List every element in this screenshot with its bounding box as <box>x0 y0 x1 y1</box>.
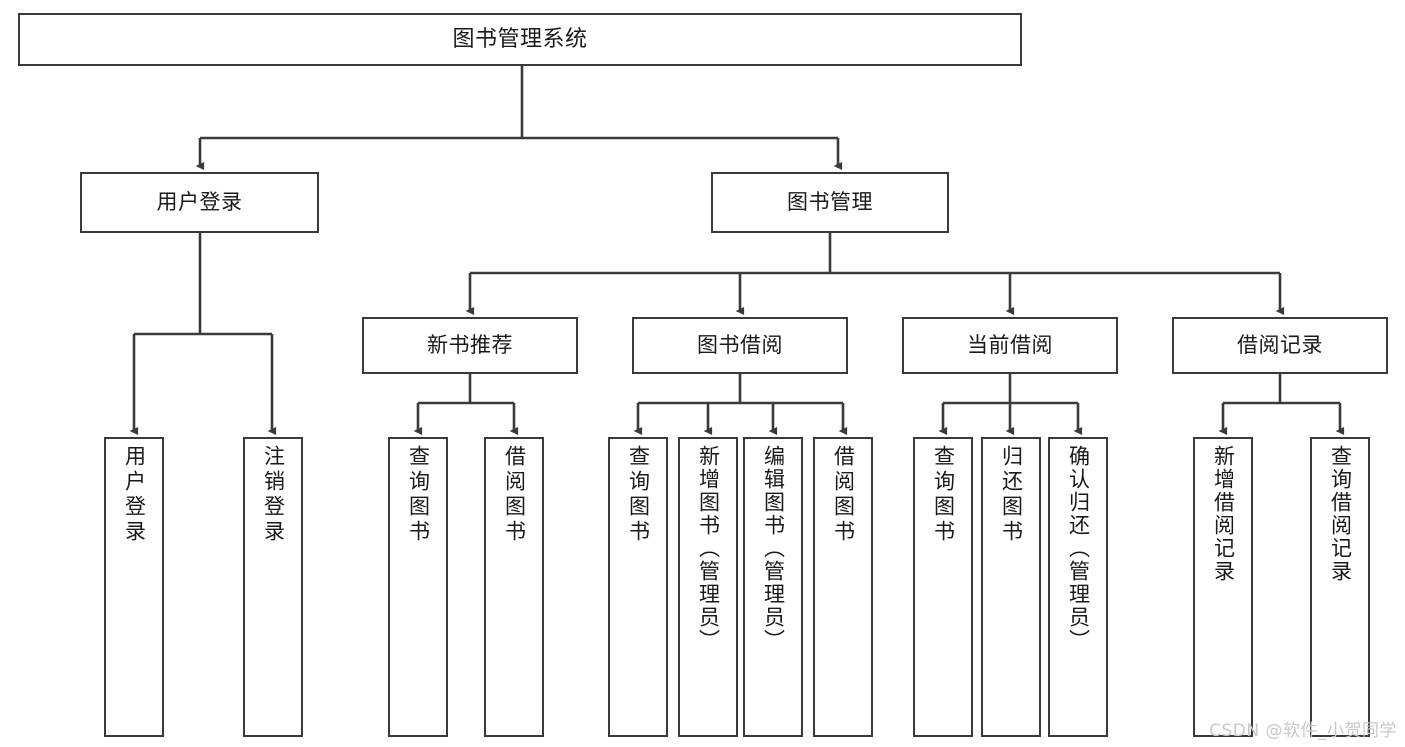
node-root-system-label: 图书管理系统 <box>452 26 588 52</box>
leaf-add-borrow-record-label: 新增借阅记录 <box>1211 445 1236 583</box>
leaf-edit-book-admin[interactable]: 编辑图书（管理员） <box>743 437 803 737</box>
node-book-borrow-label: 图书借阅 <box>697 333 783 358</box>
node-book-management[interactable]: 图书管理 <box>711 172 949 233</box>
csdn-watermark: CSDN @软件_小贺同学 <box>1209 721 1397 741</box>
leaf-edit-book-admin-label: 编辑图书（管理员） <box>761 445 786 652</box>
leaf-query-book-borrow[interactable]: 查询图书 <box>608 437 668 737</box>
node-book-management-label: 图书管理 <box>787 190 873 215</box>
node-borrow-record-label: 借阅记录 <box>1237 333 1323 358</box>
leaf-query-book-current[interactable]: 查询图书 <box>913 437 973 737</box>
node-borrow-record[interactable]: 借阅记录 <box>1172 317 1388 374</box>
leaf-query-book-recommend[interactable]: 查询图书 <box>388 437 448 737</box>
leaf-logout-label: 注销登录 <box>261 445 286 545</box>
node-user-login-label: 用户登录 <box>156 190 243 215</box>
leaf-borrow-book-recommend[interactable]: 借阅图书 <box>484 437 544 737</box>
leaf-borrow-book-recommend-label: 借阅图书 <box>502 445 527 545</box>
leaf-user-login[interactable]: 用户登录 <box>104 437 164 737</box>
node-root-system[interactable]: 图书管理系统 <box>18 13 1022 66</box>
leaf-query-book-current-label: 查询图书 <box>931 445 956 545</box>
node-current-borrow-label: 当前借阅 <box>967 333 1053 358</box>
node-new-book-recommend-label: 新书推荐 <box>427 333 513 358</box>
node-current-borrow[interactable]: 当前借阅 <box>902 317 1118 374</box>
leaf-confirm-return-admin[interactable]: 确认归还（管理员） <box>1048 437 1108 737</box>
leaf-query-book-borrow-label: 查询图书 <box>626 445 651 545</box>
leaf-user-login-label: 用户登录 <box>122 445 147 545</box>
leaf-add-book-admin[interactable]: 新增图书（管理员） <box>678 437 738 737</box>
leaf-return-book[interactable]: 归还图书 <box>981 437 1041 737</box>
node-new-book-recommend[interactable]: 新书推荐 <box>362 317 578 374</box>
leaf-query-borrow-record[interactable]: 查询借阅记录 <box>1310 437 1370 737</box>
leaf-query-borrow-record-label: 查询借阅记录 <box>1328 445 1353 583</box>
leaf-add-book-admin-label: 新增图书（管理员） <box>696 445 721 652</box>
leaf-query-book-recommend-label: 查询图书 <box>406 445 431 545</box>
node-user-login[interactable]: 用户登录 <box>80 172 319 233</box>
leaf-confirm-return-admin-label: 确认归还（管理员） <box>1066 445 1091 652</box>
leaf-borrow-book-label: 借阅图书 <box>831 445 856 545</box>
leaf-return-book-label: 归还图书 <box>999 445 1024 545</box>
leaf-add-borrow-record[interactable]: 新增借阅记录 <box>1193 437 1253 737</box>
leaf-logout[interactable]: 注销登录 <box>243 437 303 737</box>
leaf-borrow-book[interactable]: 借阅图书 <box>813 437 873 737</box>
node-book-borrow[interactable]: 图书借阅 <box>632 317 848 374</box>
